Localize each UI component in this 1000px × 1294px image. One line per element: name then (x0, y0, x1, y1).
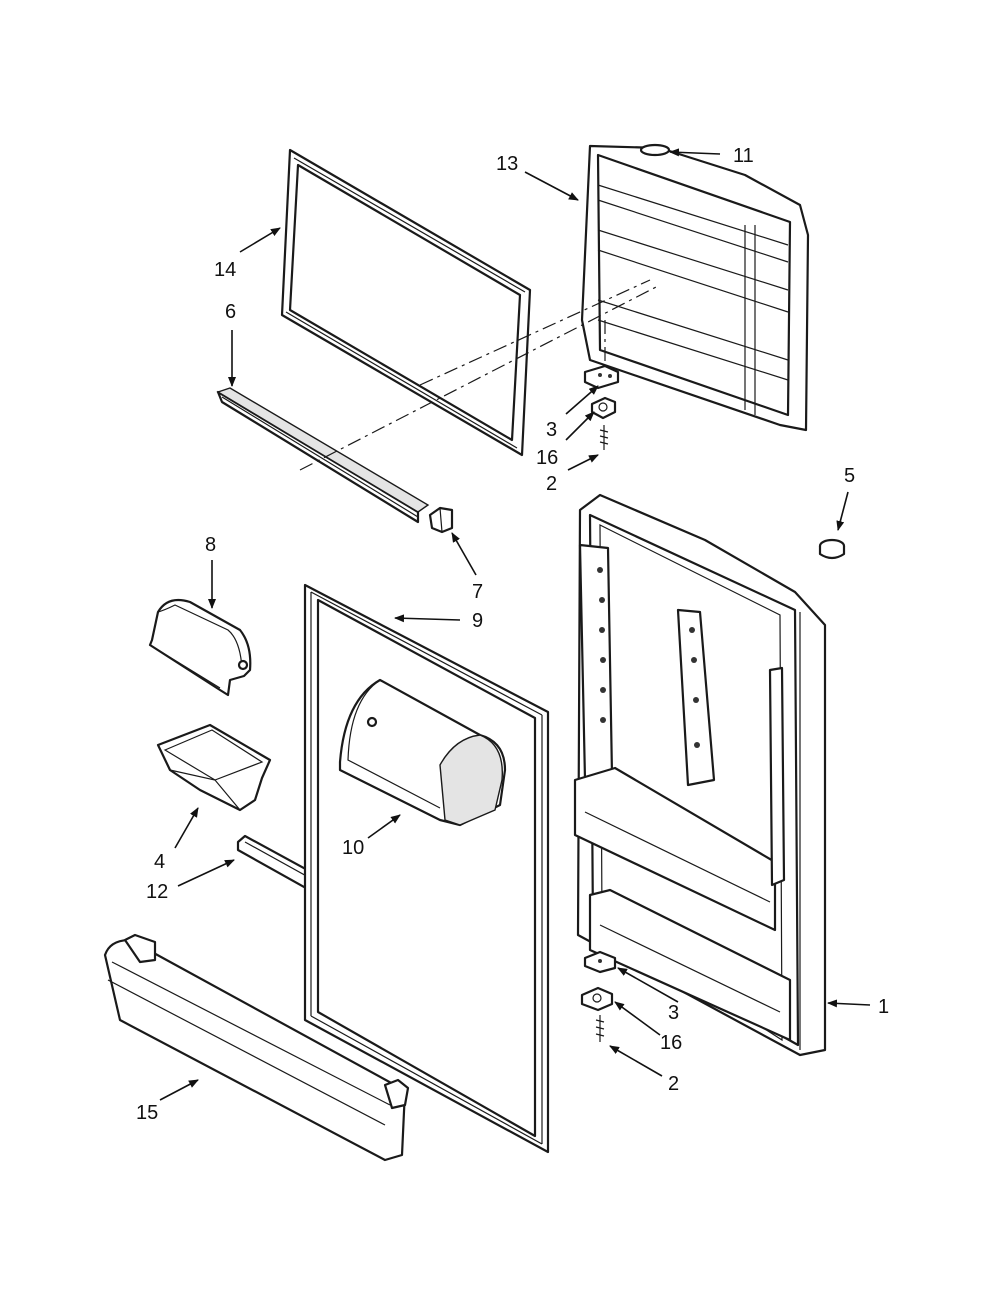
small-bin (156, 723, 272, 812)
callout-5: 5 (844, 465, 855, 487)
refrigerator-door (573, 493, 827, 1057)
plug-button (818, 538, 846, 560)
callout-8: 8 (205, 534, 216, 556)
callout-12: 12 (146, 881, 168, 903)
callout-2-upper: 2 (546, 473, 557, 495)
freezer-shelf-bar (216, 387, 430, 524)
callout-10: 10 (342, 837, 364, 859)
callout-4: 4 (154, 851, 165, 873)
callout-labels: 11 13 14 6 3 16 2 5 7 8 9 10 4 12 15 1 3… (136, 145, 889, 1124)
upper-hinge-hardware (583, 364, 620, 450)
door-bin-dispenser (338, 678, 507, 827)
door-bin-large (103, 933, 410, 1162)
freezer-door (580, 143, 810, 432)
callout-16-upper: 16 (536, 447, 558, 469)
leader-arrows (159, 148, 871, 1101)
shelf-end-cap (428, 506, 454, 534)
callout-14: 14 (214, 259, 236, 281)
callout-2-lower: 2 (668, 1073, 679, 1095)
callout-9: 9 (472, 610, 483, 632)
callout-7: 7 (472, 581, 483, 603)
dairy-door (148, 598, 252, 697)
callout-1: 1 (878, 996, 889, 1018)
freezer-door-gasket (280, 148, 532, 457)
rail-holes (597, 567, 700, 748)
callout-16-lower: 16 (660, 1032, 682, 1054)
callout-6: 6 (225, 301, 236, 323)
lower-hinge-hardware (580, 950, 617, 1042)
callout-13: 13 (496, 153, 518, 175)
callout-11: 11 (733, 145, 754, 167)
callout-3-lower: 3 (668, 1002, 679, 1024)
callout-3-upper: 3 (546, 419, 557, 441)
callout-15: 15 (136, 1102, 158, 1124)
